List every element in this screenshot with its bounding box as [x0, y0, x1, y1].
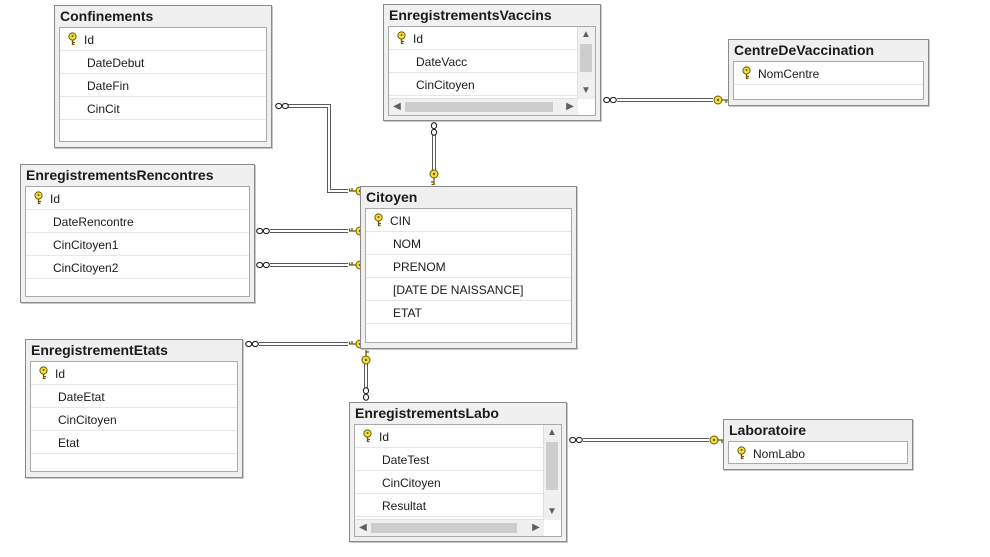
column-row[interactable]: CinCitoyen	[355, 471, 561, 494]
scroll-right-icon[interactable]: ▶	[566, 101, 574, 112]
column-row[interactable]: [DATE DE NAISSANCE]	[366, 278, 571, 301]
table-enregistrements-labo[interactable]: EnregistrementsLabo Id DateTest CinCitoy…	[349, 402, 567, 542]
table-title: CentreDeVaccination	[734, 42, 875, 58]
table-enregistrements-rencontres[interactable]: EnregistrementsRencontres Id DateRencont…	[20, 164, 255, 303]
key-icon	[361, 429, 374, 443]
column-row-pk[interactable]: CIN	[366, 209, 571, 232]
scroll-down-icon[interactable]: ▼	[581, 85, 591, 96]
column-list: Id DateRencontre CinCitoyen1 CinCitoyen2	[25, 186, 250, 297]
table-confinements[interactable]: Confinements Id DateDebut DateFin CinCit	[54, 5, 272, 148]
table-laboratoire[interactable]: Laboratoire NomLabo	[723, 419, 913, 470]
column-row[interactable]: DateRencontre	[26, 210, 249, 233]
key-icon	[735, 446, 748, 460]
key-icon	[32, 191, 45, 205]
scroll-down-icon[interactable]: ▼	[547, 506, 557, 517]
column-list: Id DateEtat CinCitoyen Etat	[30, 361, 238, 472]
scroll-left-icon[interactable]: ◀	[393, 101, 401, 112]
column-row-pk[interactable]: Id	[60, 28, 266, 51]
column-row[interactable]: DateEtat	[31, 385, 237, 408]
column-list: CIN NOM PRENOM [DATE DE NAISSANCE] ETAT	[365, 208, 572, 343]
column-list: NomLabo	[728, 441, 908, 464]
column-row[interactable]: CinCit	[60, 97, 266, 120]
column-list: NomCentre	[733, 61, 924, 100]
column-list: Id DateVacc CinCitoyen ▲ ▼ ◀ ▶	[388, 26, 596, 116]
table-title: EnregistrementsVaccins	[389, 7, 552, 23]
column-row[interactable]: DateTest	[355, 448, 561, 471]
table-citoyen[interactable]: Citoyen CIN NOM PRENOM [DATE DE NAISSANC…	[360, 186, 577, 349]
column-row[interactable]: Resultat	[355, 494, 561, 517]
column-row[interactable]: NOM	[366, 232, 571, 255]
table-title: Laboratoire	[729, 422, 807, 438]
column-row[interactable]: DateFin	[60, 74, 266, 97]
table-enregistrement-etats[interactable]: EnregistrementEtats Id DateEtat CinCitoy…	[25, 339, 243, 478]
table-centre-de-vaccination[interactable]: CentreDeVaccination NomCentre	[728, 39, 929, 106]
column-row[interactable]: PRENOM	[366, 255, 571, 278]
key-icon	[372, 213, 385, 227]
scrollbar-thumb[interactable]	[546, 442, 558, 490]
vertical-scrollbar[interactable]: ▲ ▼	[543, 425, 561, 520]
vertical-scrollbar[interactable]: ▲ ▼	[577, 27, 595, 99]
column-row[interactable]: CinCitoyen	[389, 73, 595, 96]
column-list: Id DateDebut DateFin CinCit	[59, 27, 267, 142]
scrollbar-thumb[interactable]	[405, 102, 553, 112]
column-row[interactable]: DateDebut	[60, 51, 266, 74]
column-row-pk[interactable]: NomCentre	[734, 62, 923, 85]
column-row[interactable]: CinCitoyen1	[26, 233, 249, 256]
scroll-up-icon[interactable]: ▲	[581, 29, 591, 40]
table-enregistrements-vaccins[interactable]: EnregistrementsVaccins Id DateVacc CinCi…	[383, 4, 601, 121]
column-row-pk[interactable]: Id	[389, 27, 595, 50]
table-title: EnregistrementsRencontres	[26, 167, 214, 183]
column-row-pk[interactable]: Id	[26, 187, 249, 210]
table-title: EnregistrementsLabo	[355, 405, 499, 421]
key-icon	[37, 366, 50, 380]
column-row[interactable]: DateVacc	[389, 50, 595, 73]
table-title: Citoyen	[366, 189, 418, 205]
column-row-pk[interactable]: Id	[31, 362, 237, 385]
column-row-pk[interactable]: NomLabo	[729, 442, 907, 463]
column-row[interactable]: ETAT	[366, 301, 571, 324]
column-row-pk[interactable]: Id	[355, 425, 561, 448]
column-row[interactable]: CinCitoyen	[31, 408, 237, 431]
table-title: EnregistrementEtats	[31, 342, 168, 358]
scrollbar-thumb[interactable]	[580, 44, 592, 72]
key-icon	[395, 31, 408, 45]
column-row[interactable]: Etat	[31, 431, 237, 454]
key-icon	[740, 66, 753, 80]
table-title: Confinements	[60, 8, 154, 24]
horizontal-scrollbar[interactable]: ◀ ▶	[355, 519, 544, 536]
column-list: Id DateTest CinCitoyen Resultat ▲ ▼ ◀ ▶	[354, 424, 562, 537]
key-icon	[66, 32, 79, 46]
column-row[interactable]: CinCitoyen2	[26, 256, 249, 279]
scrollbar-thumb[interactable]	[371, 523, 517, 533]
scroll-right-icon[interactable]: ▶	[532, 522, 540, 533]
horizontal-scrollbar[interactable]: ◀ ▶	[389, 98, 578, 115]
scroll-up-icon[interactable]: ▲	[547, 427, 557, 438]
scroll-left-icon[interactable]: ◀	[359, 522, 367, 533]
